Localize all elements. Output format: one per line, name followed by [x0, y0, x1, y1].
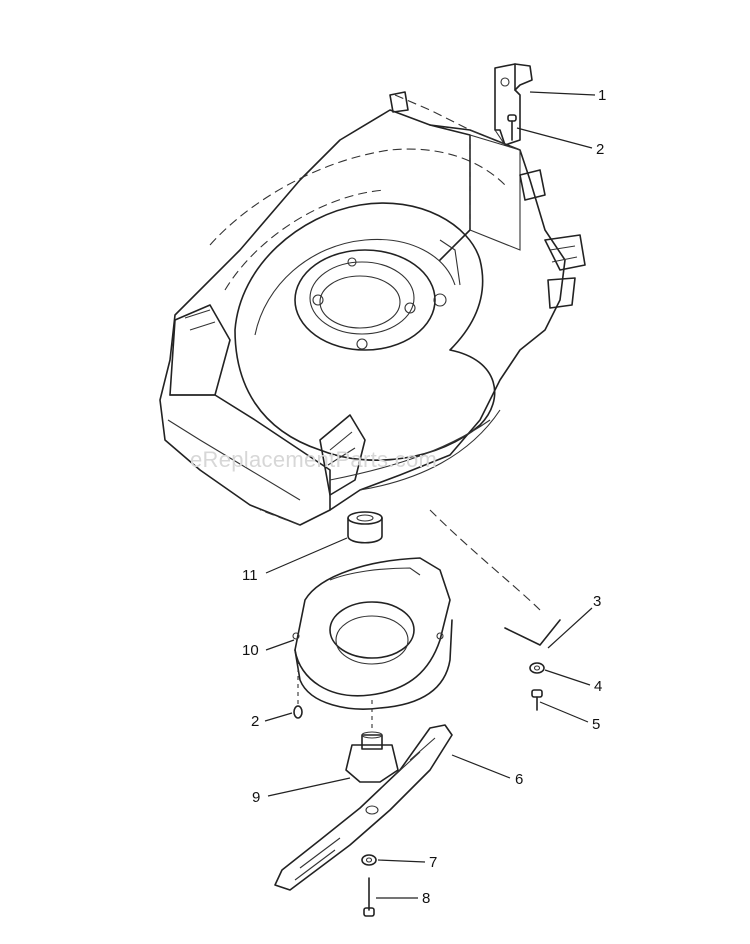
washer-right-part	[529, 662, 545, 674]
callout-1: 1	[598, 87, 606, 104]
screw-right-part	[531, 689, 543, 711]
screw-baffle-part	[293, 660, 303, 719]
callout-8: 8	[422, 890, 430, 907]
callout-11: 11	[242, 567, 258, 584]
callout-3: 3	[593, 593, 601, 610]
callouts: 1 2 3 4 5 6 7 8 9 10 11 2	[242, 87, 606, 907]
blade-bolt-part	[363, 877, 375, 917]
callout-2-baffle: 2	[251, 713, 259, 730]
bracket-part	[494, 63, 533, 146]
callout-9: 9	[252, 789, 260, 806]
blade-part	[274, 724, 453, 891]
watermark: eReplacementParts.com	[190, 447, 437, 472]
callout-6: 6	[515, 771, 523, 788]
screw-top-part	[507, 114, 517, 141]
washer-blade-part	[361, 854, 377, 866]
wire-part	[429, 509, 561, 646]
callout-10: 10	[242, 642, 259, 659]
adapter-part	[345, 700, 399, 783]
spacer-part	[347, 511, 383, 544]
callout-2-top: 2	[596, 141, 604, 158]
mower-deck	[159, 91, 586, 526]
callout-5: 5	[592, 716, 600, 733]
callout-4: 4	[594, 678, 602, 695]
callout-7: 7	[429, 854, 437, 871]
baffle-part	[292, 557, 453, 710]
